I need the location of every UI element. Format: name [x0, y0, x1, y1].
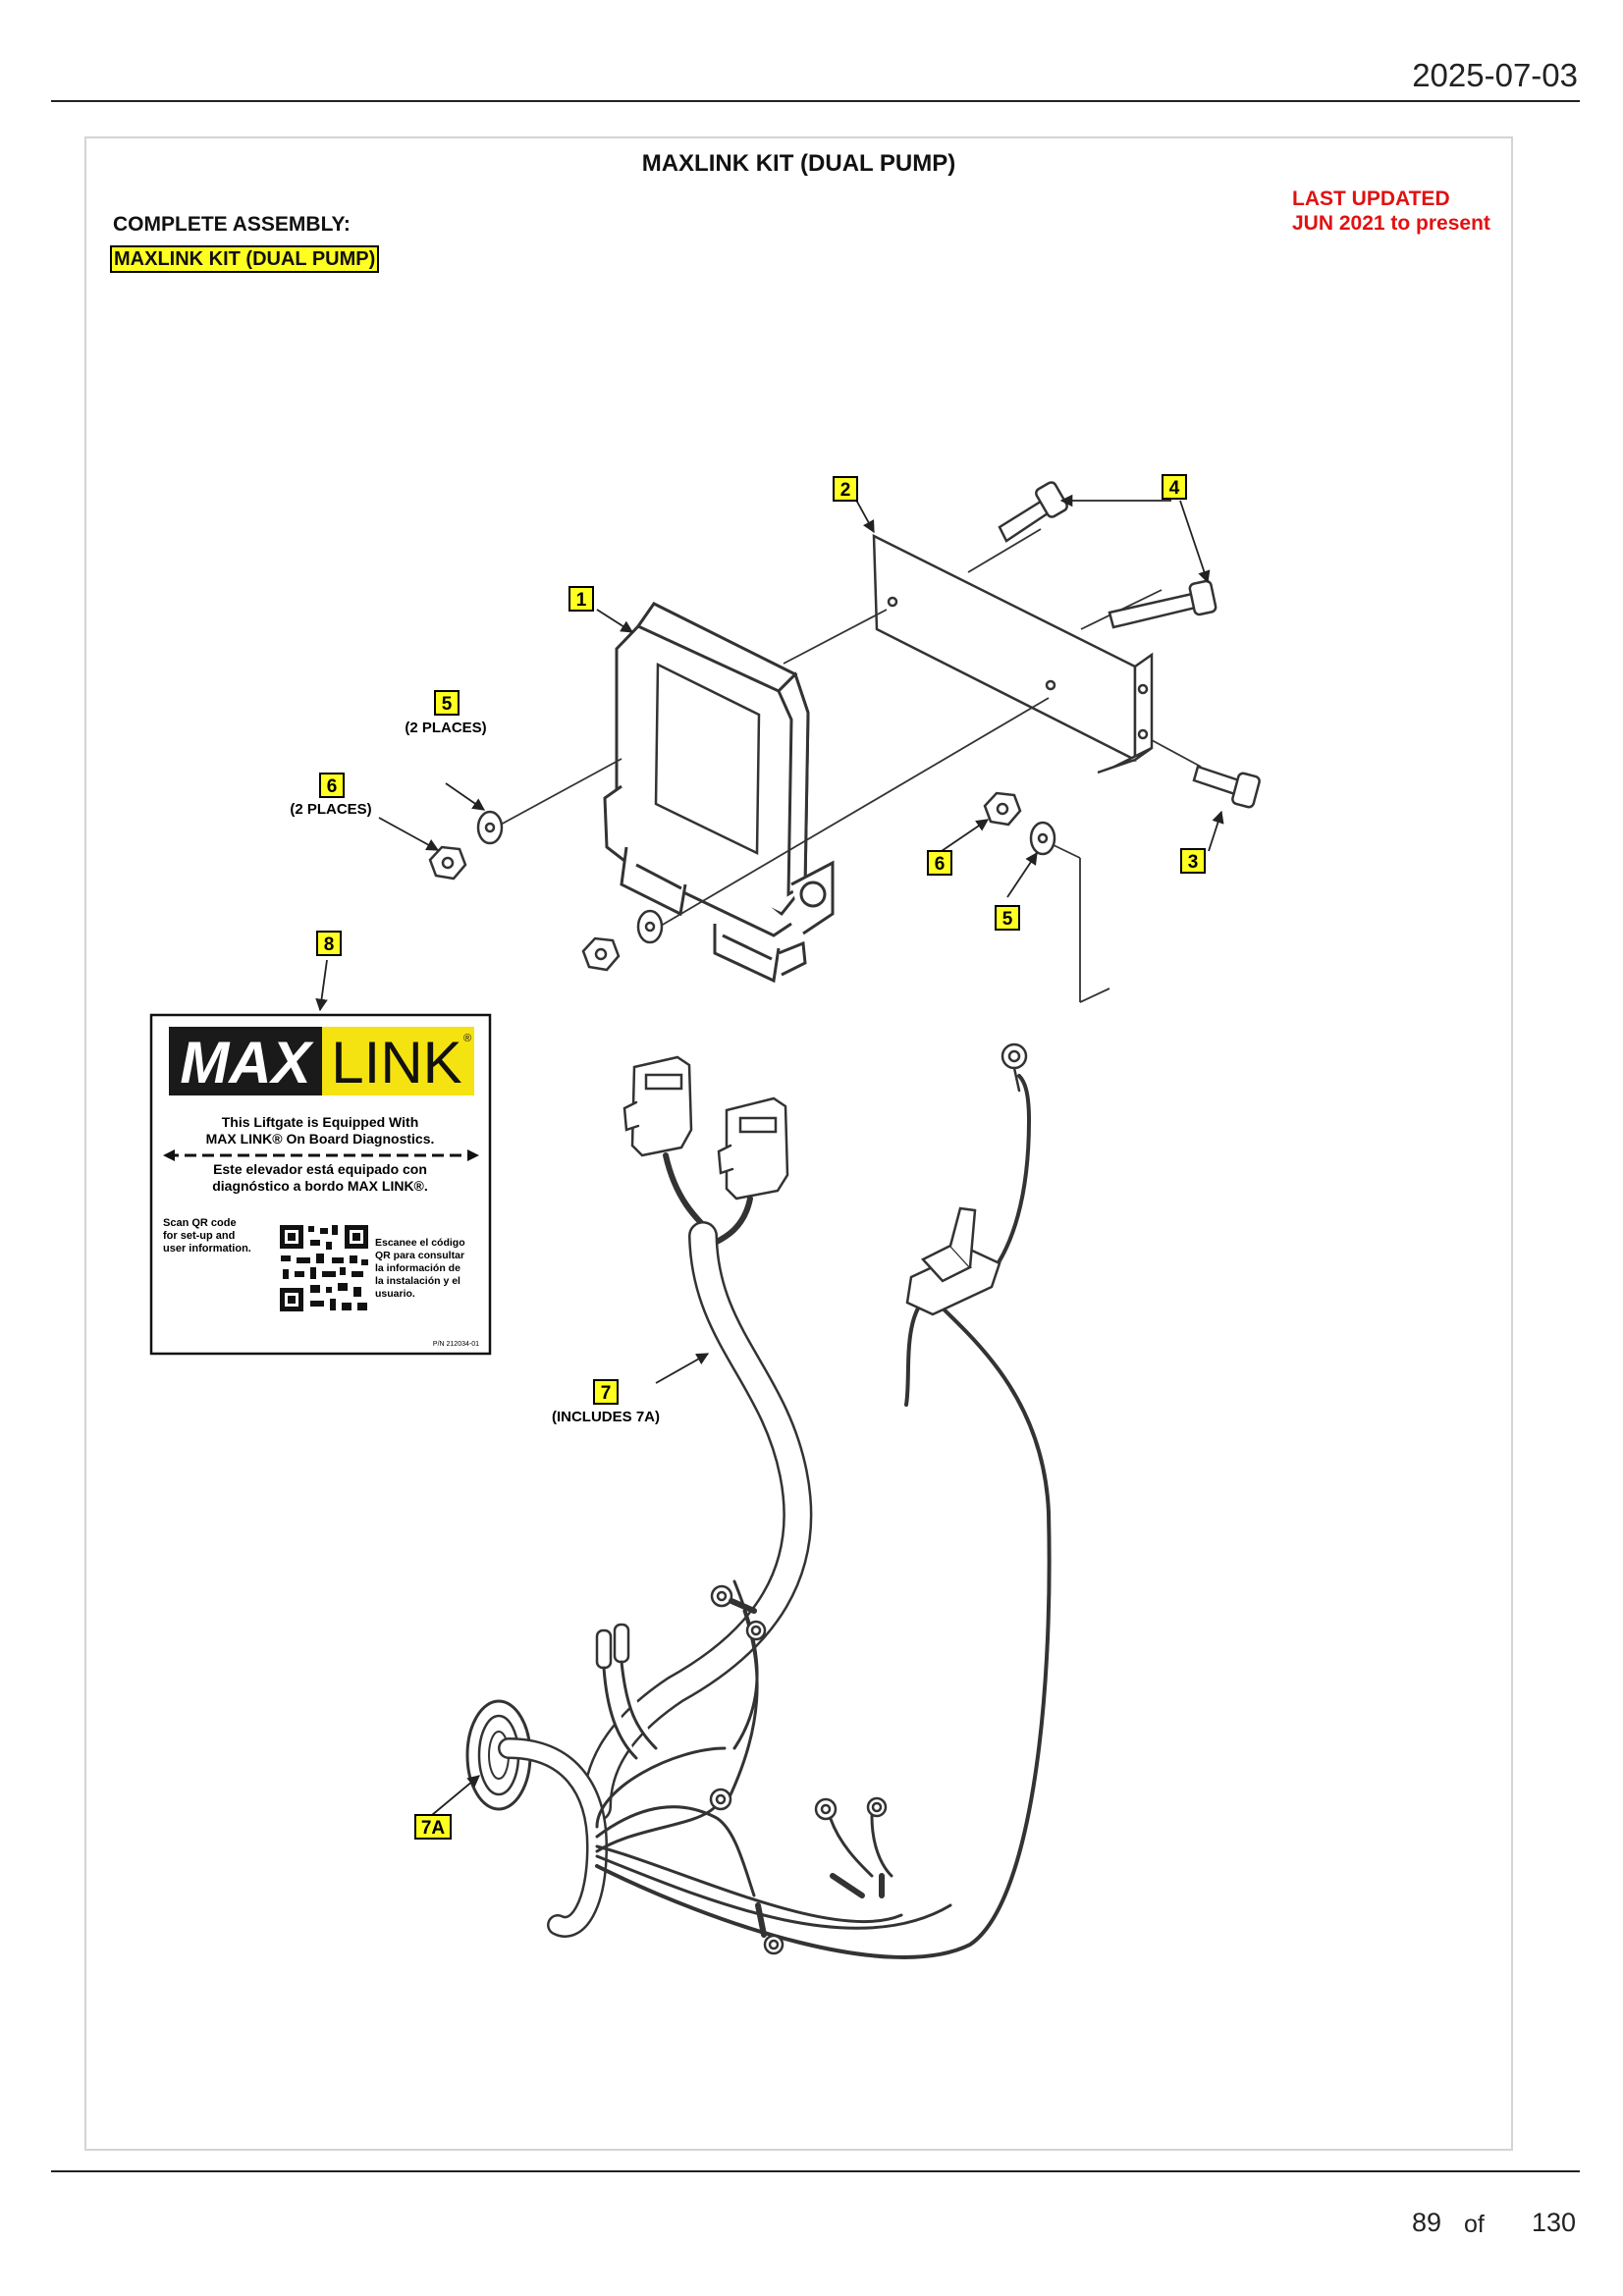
wire-harness	[465, 1042, 1052, 1959]
last-updated-line1: LAST UPDATED	[1292, 187, 1450, 210]
decal-scan-es-1: Escanee el código	[375, 1237, 465, 1249]
assembly-link[interactable]: MAXLINK KIT (DUAL PUMP)	[110, 245, 380, 273]
svg-text:8: 8	[324, 934, 335, 955]
decal-scan-en-1: Scan QR code	[163, 1217, 237, 1229]
page-total: 130	[1532, 2208, 1577, 2237]
decal-scan-en-3: user information.	[163, 1243, 251, 1255]
bolt-item-3	[1192, 765, 1261, 809]
page-date: 2025-07-03	[1412, 57, 1578, 93]
nut-item-6-right	[983, 791, 1022, 827]
bolt-item-4-upper	[998, 481, 1068, 543]
svg-text:1: 1	[576, 590, 587, 611]
callout-2: 2	[833, 476, 858, 502]
decal-es-line2: diagnóstico a bordo MAX LINK®.	[212, 1178, 428, 1194]
callout-3: 3	[1180, 848, 1206, 874]
nut-item-6-lower	[581, 936, 621, 972]
svg-text:6: 6	[327, 776, 338, 797]
washer-item-5-right	[1029, 821, 1056, 856]
washer-item-5-lower	[636, 909, 664, 944]
svg-text:6: 6	[935, 854, 946, 875]
decal-scan-es-3: la información de	[375, 1262, 460, 1274]
svg-text:4: 4	[1169, 478, 1180, 499]
qr-code-icon	[280, 1225, 368, 1311]
decal-scan-en-2: for set-up and	[163, 1230, 235, 1242]
callout-6-left: 6	[319, 773, 345, 798]
page-number: 89	[1412, 2208, 1442, 2237]
decal-scan-es-2: QR para consultar	[375, 1250, 464, 1261]
svg-text:3: 3	[1188, 852, 1199, 873]
decal-scan-es-4: la instalación y el	[375, 1275, 460, 1287]
callout-5-left: 5	[434, 690, 460, 716]
callout-1: 1	[568, 586, 594, 612]
assembly-lines	[498, 528, 1202, 1003]
last-updated-line2: JUN 2021 to present	[1292, 212, 1490, 235]
svg-text:2: 2	[840, 480, 851, 501]
decal-part-number: P/N 212034-01	[433, 1341, 479, 1348]
callout-7-note: (INCLUDES 7A)	[552, 1409, 660, 1425]
bolt-item-4-lower	[1108, 579, 1217, 629]
svg-text:7A: 7A	[421, 1818, 446, 1839]
callout-7: 7	[593, 1379, 619, 1405]
callout-8: 8	[316, 931, 342, 956]
decal-en-line1: This Liftgate is Equipped With	[222, 1114, 419, 1130]
svg-text:5: 5	[442, 694, 453, 715]
drawing-title: MAXLINK KIT (DUAL PUMP)	[641, 150, 956, 177]
decal-scan-es-5: usuario.	[375, 1288, 415, 1300]
header-rule	[51, 100, 1580, 102]
decal-logo-link: LINK	[331, 1030, 461, 1095]
callout-5-right: 5	[995, 905, 1020, 931]
decal-logo-max: MAX	[180, 1030, 314, 1095]
callout-5-left-note: (2 PLACES)	[405, 720, 486, 736]
maxlink-decal: MAX LINK ® This Liftgate is Equipped Wit…	[149, 1013, 492, 1356]
decal-reg-mark: ®	[463, 1033, 471, 1044]
callout-6-left-note: (2 PLACES)	[290, 801, 371, 818]
exploded-view-diagram: MAX LINK ® This Liftgate is Equipped Wit…	[149, 474, 1261, 1959]
decal-es-line1: Este elevador está equipado con	[213, 1161, 427, 1177]
decal-en-line2: MAX LINK® On Board Diagnostics.	[206, 1131, 435, 1147]
mounting-bracket	[872, 533, 1154, 774]
svg-text:7: 7	[601, 1383, 612, 1404]
washer-item-5-left	[476, 810, 504, 845]
callout-4: 4	[1162, 474, 1187, 500]
control-module	[603, 602, 835, 984]
assembly-label: COMPLETE ASSEMBLY:	[113, 213, 351, 236]
callout-6-right: 6	[927, 850, 952, 876]
callout-7a: 7A	[414, 1814, 452, 1840]
last-updated: LAST UPDATED JUN 2021 to present	[1292, 187, 1490, 236]
nut-item-6-left	[428, 845, 467, 881]
footer-rule	[51, 2170, 1580, 2172]
drawing-frame: MAXLINK KIT (DUAL PUMP) COMPLETE ASSEMBL…	[84, 136, 1513, 2151]
svg-text:5: 5	[1002, 909, 1013, 930]
page-of: of	[1464, 2211, 1485, 2238]
